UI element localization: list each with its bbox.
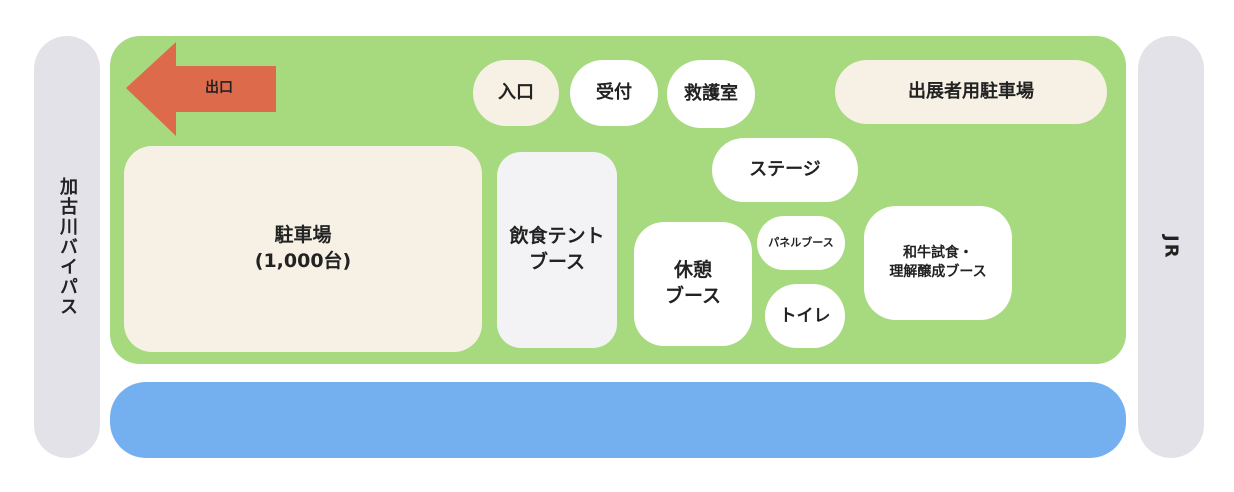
first-aid-room: 救護室 — [667, 60, 755, 128]
parking-lot: 駐車場 (1,000台) — [124, 146, 482, 352]
panel-booth: パネルブース — [757, 216, 845, 270]
right-road-label: JR — [1160, 234, 1182, 260]
exhibitor-parking: 出展者用駐車場 — [835, 60, 1107, 124]
wagyu-tasting-booth: 和牛試食・ 理解醸成ブース — [864, 206, 1012, 320]
food-tent-booths: 飲食テント ブース — [497, 152, 617, 348]
left-road-label: 加古川バイパス — [57, 177, 78, 317]
entrance: 入口 — [473, 60, 559, 126]
exit-arrow-icon — [126, 42, 276, 136]
river — [110, 382, 1126, 458]
rest-booth: 休憩 ブース — [634, 222, 752, 346]
left-road: 加古川バイパス — [34, 36, 100, 458]
stage: ステージ — [712, 138, 858, 202]
reception: 受付 — [570, 60, 658, 126]
exit-label: 出口 — [205, 79, 233, 96]
right-road: JR — [1138, 36, 1204, 458]
toilet: トイレ — [765, 284, 845, 348]
